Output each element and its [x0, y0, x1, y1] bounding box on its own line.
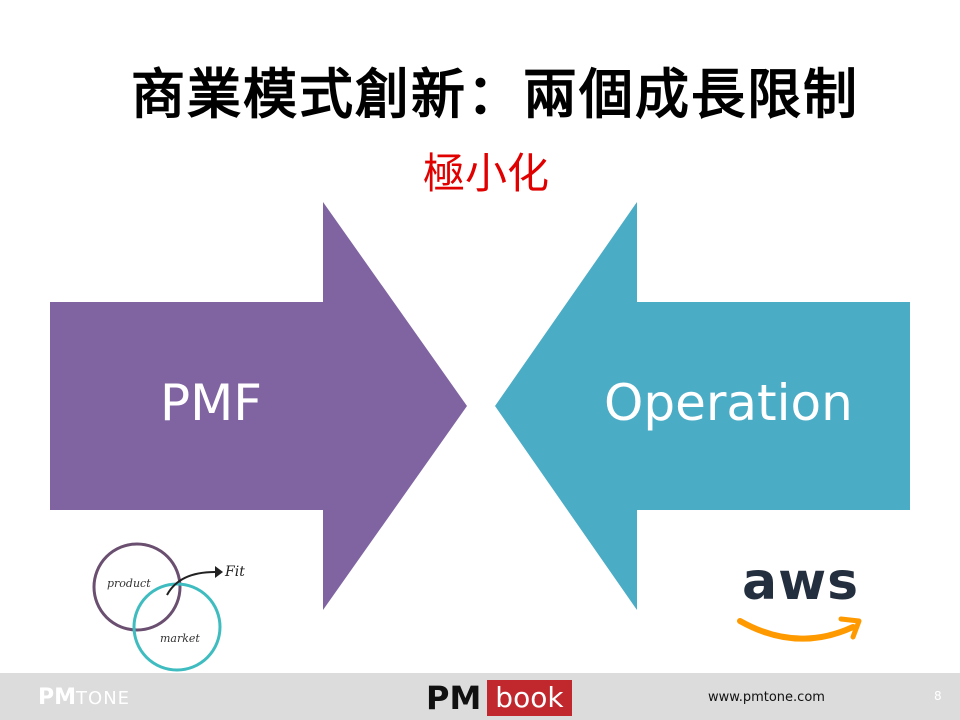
aws-logo-text: aws: [742, 552, 860, 612]
pmbook-logo-pm: PM: [426, 679, 482, 717]
footer-bar: PM TONE PM book www.pmtone.com 8: [0, 673, 960, 720]
pmf-arrow: [50, 202, 467, 610]
market-label: market: [160, 632, 200, 645]
pmtone-logo-tone: TONE: [76, 688, 131, 709]
pmtone-logo-pm: PM: [38, 685, 77, 710]
slide-subtitle: 極小化: [422, 149, 549, 198]
pmf-label: PMF: [160, 374, 263, 432]
fit-arrow-icon: [166, 571, 216, 596]
footer-url: www.pmtone.com: [708, 690, 825, 705]
slide-title: 商業模式創新：兩個成長限制: [131, 63, 859, 126]
product-circle: [92, 542, 182, 632]
pmbook-logo-book: book: [487, 680, 572, 716]
page-number: 8: [934, 689, 942, 703]
market-circle: [132, 582, 222, 672]
operation-arrow: [495, 202, 910, 610]
pmtone-logo: PM TONE: [38, 685, 130, 710]
pmf-venn-logo: product market Fit: [92, 542, 245, 672]
pmbook-logo: PM book: [426, 679, 572, 717]
fit-arrowhead-icon: [215, 566, 223, 578]
operation-label: Operation: [604, 374, 853, 432]
product-label: product: [107, 577, 151, 590]
fit-label: Fit: [224, 564, 245, 580]
aws-smile-icon: [737, 616, 862, 642]
